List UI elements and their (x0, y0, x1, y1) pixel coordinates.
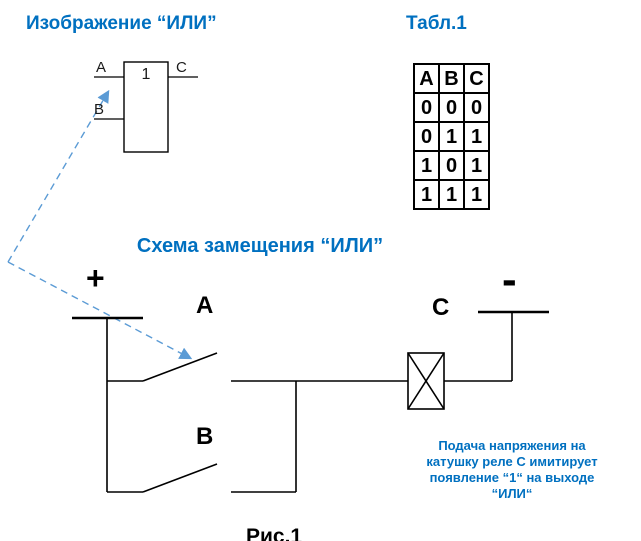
switch-a-label: А (196, 292, 214, 319)
table-row: 1 1 1 (413, 179, 490, 210)
minus-terminal-label: - (502, 255, 517, 304)
table-row: 0 1 1 (413, 121, 490, 152)
relay-c-label: С (432, 294, 450, 321)
dashed-arrow-to-gate (7, 89, 110, 263)
dashed-arrow-to-switch (7, 261, 193, 360)
table-cell: 0 (413, 92, 440, 123)
table-cell: 1 (463, 179, 490, 210)
table-row: 0 0 0 (413, 92, 490, 123)
or-gate-body (123, 61, 169, 153)
truth-header-b: B (438, 63, 465, 94)
note-line: “ИЛИ“ (491, 486, 533, 501)
gate-input-a-label: A (96, 59, 107, 76)
table-cell: 0 (438, 92, 465, 123)
note-line: Подача напряжения на (438, 438, 586, 453)
table-cell: 1 (463, 150, 490, 181)
switch-b-blade (142, 463, 218, 493)
gate-input-b-label: B (94, 101, 105, 118)
plus-terminal-label: + (86, 260, 105, 296)
gate-section-title: Изображение “ИЛИ” (26, 13, 217, 34)
gate-function-symbol: 1 (141, 66, 151, 83)
table-cell: 0 (438, 150, 465, 181)
circuit-section-title: Схема замещения “ИЛИ” (136, 235, 384, 257)
figure-caption: Рис.1 (246, 525, 303, 541)
gate-output-c-label: C (176, 59, 187, 76)
truth-table: A B C 0 0 0 0 1 1 1 0 1 1 1 1 (413, 63, 490, 210)
note-line: катушку реле С имитирует (426, 454, 598, 469)
truth-header-c: C (463, 63, 490, 94)
table-cell: 0 (463, 92, 490, 123)
table-cell: 1 (438, 121, 465, 152)
table-cell: 1 (438, 179, 465, 210)
switch-b-label: В (196, 423, 214, 450)
table-cell: 1 (413, 150, 440, 181)
switch-a-blade (142, 352, 218, 382)
relay-coil-diagonal-2 (407, 352, 445, 410)
table-section-title: Табл.1 (406, 13, 467, 34)
table-row: 1 0 1 (413, 150, 490, 181)
relay-note: Подача напряжения на катушку реле С имит… (386, 438, 638, 502)
truth-table-header-row: A B C (413, 63, 490, 94)
note-line: появление “1“ на выходе (429, 470, 595, 485)
truth-header-a: A (413, 63, 440, 94)
table-cell: 0 (413, 121, 440, 152)
table-cell: 1 (463, 121, 490, 152)
table-cell: 1 (413, 179, 440, 210)
